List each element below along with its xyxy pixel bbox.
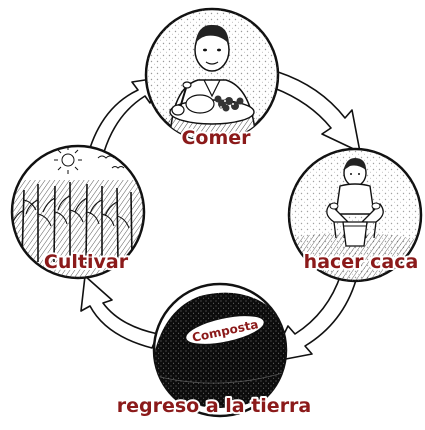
boy-squatting-icon bbox=[289, 149, 421, 281]
arrow-earth-to-grow bbox=[80, 275, 159, 349]
label-cultivar: Cultivar bbox=[44, 251, 129, 273]
poop-illustration bbox=[287, 147, 423, 283]
label-hacer-caca: hacer caca bbox=[304, 251, 419, 273]
cycle-arrows bbox=[80, 71, 361, 363]
grow-illustration bbox=[10, 144, 146, 280]
label-comer: Comer bbox=[181, 127, 251, 149]
arrow-eat-to-poop bbox=[273, 71, 361, 153]
label-regreso-a-la-tierra: regreso a la tierra bbox=[117, 395, 312, 417]
